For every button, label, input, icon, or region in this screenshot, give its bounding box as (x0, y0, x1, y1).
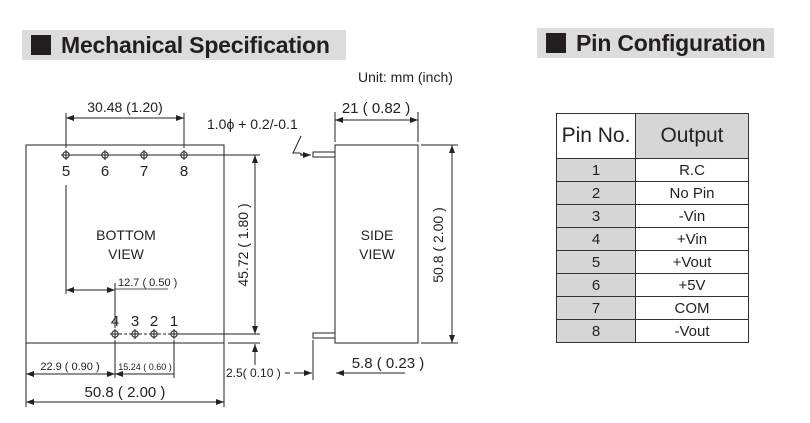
dim-offset: 12.7 ( 0.50 ) (118, 277, 177, 289)
pin-number: 2 (556, 181, 636, 205)
table-row: 4+Vin (556, 227, 749, 251)
mechanical-spec-header: Mechanical Specification (22, 30, 346, 60)
pin-number: 7 (556, 296, 636, 320)
pin-number: 6 (556, 273, 636, 297)
dim-side-height: 50.8 ( 2.00 ) (430, 207, 446, 283)
side-view-label: VIEW (359, 246, 396, 262)
pin-output: COM (635, 296, 749, 320)
table-row: 3-Vin (556, 204, 749, 228)
unit-label: Unit: mm (inch) (358, 69, 453, 85)
dim-pin-span-bottom: 15.24 ( 0.60 ) (118, 362, 172, 372)
pin-label: 6 (101, 163, 109, 180)
table-row: 5+Vout (556, 250, 749, 274)
pin-number: 4 (556, 227, 636, 251)
bottom-view (25, 113, 290, 407)
bottom-view-label: VIEW (108, 246, 145, 262)
pin-output: -Vin (635, 204, 749, 228)
bullet-square-icon (31, 35, 51, 55)
pin-number: 1 (556, 158, 636, 182)
pin-symbols (60, 149, 190, 340)
pin-label: 1 (170, 313, 178, 330)
pin-number: 3 (556, 204, 636, 228)
header-output: Output (635, 113, 749, 159)
pin-output: No Pin (635, 181, 749, 205)
pin-output: +Vin (635, 227, 749, 251)
pin-output: -Vout (635, 319, 749, 343)
pin-number: 5 (556, 250, 636, 274)
dim-width: 50.8 ( 2.00 ) (85, 384, 166, 401)
bullet-square-icon (546, 33, 566, 53)
pin-output: +Vout (635, 250, 749, 274)
dim-pin-span-top: 30.48 (1.20) (87, 99, 163, 115)
dim-pin-length: 5.8 ( 0.23 ) (352, 355, 425, 372)
pin-number: 8 (556, 319, 636, 343)
pin-label: 5 (62, 163, 70, 180)
pin-hole-dim: 1.0ϕ + 0.2/-0.1 (207, 116, 298, 132)
leader-line (292, 135, 304, 156)
mechanical-spec-title: Mechanical Specification (61, 31, 330, 58)
pin-label: 3 (131, 313, 139, 330)
dim-height-pins: 45.72 ( 1.80 ) (235, 203, 251, 286)
dim-left: 22.9 ( 0.90 ) (40, 361, 99, 373)
table-row: 6+5V (556, 273, 749, 297)
dim-depth: 21 ( 0.82 ) (342, 100, 410, 117)
side-view (294, 112, 458, 380)
header-pin-no: Pin No. (556, 113, 636, 159)
pin-label: 8 (180, 163, 188, 180)
side-view-label: SIDE (361, 227, 394, 243)
pin-config-title: Pin Configuration (576, 29, 766, 56)
dim-edge: 2.5( 0.10 ) (226, 366, 281, 380)
pin-output: R.C (635, 158, 749, 182)
pin-config-header: Pin Configuration (537, 28, 774, 58)
table-row: 8-Vout (556, 319, 749, 343)
pin-label: 7 (140, 163, 148, 180)
bottom-view-label: BOTTOM (96, 227, 156, 243)
pin-label: 2 (150, 313, 158, 330)
pin-output: +5V (635, 273, 749, 297)
pin-label: 4 (111, 313, 119, 330)
